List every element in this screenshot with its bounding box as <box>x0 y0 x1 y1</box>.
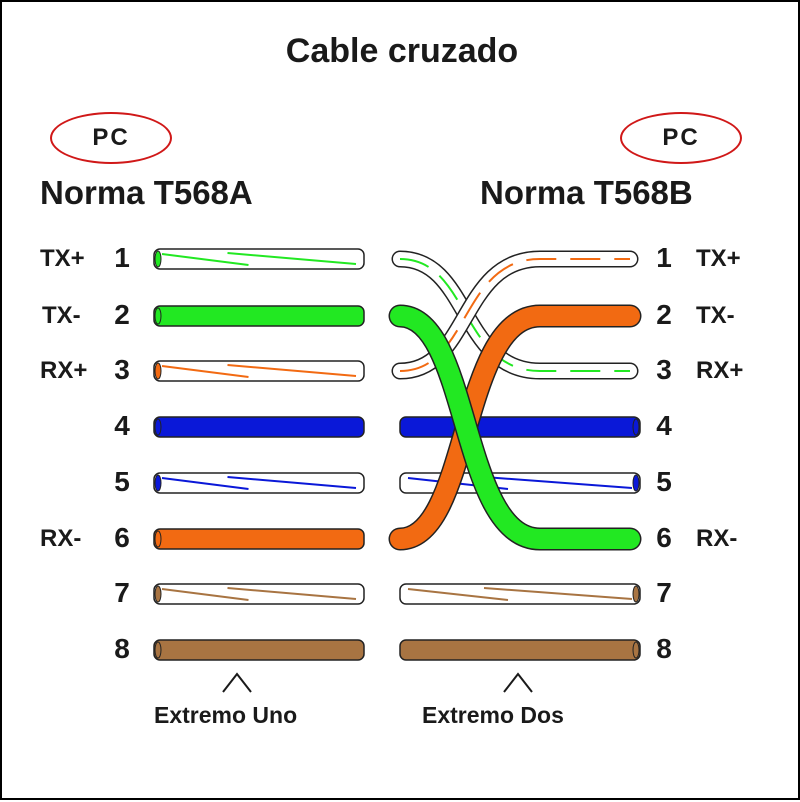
end-two-caret <box>503 672 533 693</box>
pc-right-oval: PC <box>620 112 742 164</box>
standard-right-label: Norma T568B <box>480 174 693 211</box>
left-wire-body-3 <box>153 360 365 382</box>
left-wire-body-2 <box>153 305 365 327</box>
left-wire-4 <box>153 416 365 438</box>
left-signal-6: RX- <box>40 525 82 552</box>
right-wire-body-4 <box>399 416 641 438</box>
left-wire-8 <box>153 639 365 661</box>
left-pin-8: 8 <box>114 633 130 664</box>
right-pin-3: 3 <box>656 354 672 385</box>
right-pin-1: 1 <box>656 242 672 273</box>
left-wire-body-1 <box>153 248 365 270</box>
left-wire-stripe-1 <box>161 252 357 266</box>
left-wire-stripe-5 <box>161 476 357 490</box>
right-pin-5: 5 <box>656 466 672 497</box>
left-wire-cap-6 <box>154 530 162 548</box>
right-pin-8: 8 <box>656 633 672 664</box>
left-wire-5 <box>153 472 365 494</box>
left-wire-stripe-3 <box>161 364 357 378</box>
left-wire-3 <box>153 360 365 382</box>
left-wire-cap-4 <box>154 418 162 436</box>
right-pin-6: 6 <box>656 522 672 553</box>
right-signal-1: TX+ <box>696 245 741 272</box>
end-one-caption: Extremo Uno <box>154 702 298 728</box>
left-pin-6: 6 <box>114 522 130 553</box>
right-wire-cap-8 <box>632 641 640 659</box>
left-pin-2: 2 <box>114 299 130 330</box>
left-signal-2: TX- <box>42 302 81 329</box>
left-wire-body-5 <box>153 472 365 494</box>
cross-wire-green <box>388 304 642 551</box>
right-wire-7 <box>399 583 641 605</box>
diagram-title: Cable cruzado <box>285 32 519 70</box>
right-wire-cap-5 <box>632 474 640 492</box>
left-wire-cap-8 <box>154 641 162 659</box>
right-pin-4: 4 <box>656 410 672 441</box>
right-wire-4 <box>399 416 641 438</box>
left-wire-body-6 <box>153 528 365 550</box>
left-wire-cap-1 <box>154 250 162 268</box>
right-wire-body-7 <box>399 583 641 605</box>
left-pin-7: 7 <box>114 577 130 608</box>
right-wire-cap-7 <box>632 585 640 603</box>
right-pin-7: 7 <box>656 577 672 608</box>
right-wire-8 <box>399 639 641 661</box>
left-pin-4: 4 <box>114 410 130 441</box>
left-wire-body-4 <box>153 416 365 438</box>
left-wire-6 <box>153 528 365 550</box>
left-wire-1 <box>153 248 365 270</box>
right-pin-2: 2 <box>656 299 672 330</box>
pc-left-oval: PC <box>50 112 172 164</box>
right-wire-body-8 <box>399 639 641 661</box>
left-pin-1: 1 <box>114 242 130 273</box>
left-wire-cap-5 <box>154 474 162 492</box>
left-signal-3: RX+ <box>40 357 88 384</box>
right-wire-stripe-7 <box>407 587 633 601</box>
left-pin-5: 5 <box>114 466 130 497</box>
cross-wire-white-orange <box>391 250 639 380</box>
right-signal-6: RX- <box>696 525 738 552</box>
left-wire-2 <box>153 305 365 327</box>
left-wire-cap-7 <box>154 585 162 603</box>
left-signal-1: TX+ <box>40 245 85 272</box>
end-two-caption: Extremo Dos <box>422 702 564 728</box>
end-one-caret <box>222 672 252 693</box>
left-wire-body-7 <box>153 583 365 605</box>
right-signal-2: TX- <box>696 302 735 329</box>
cross-wire-white-orange-stripe <box>399 258 630 372</box>
left-wire-cap-3 <box>154 362 162 380</box>
left-wire-body-8 <box>153 639 365 661</box>
standard-left-label: Norma T568A <box>40 174 253 211</box>
left-pin-3: 3 <box>114 354 130 385</box>
left-wire-cap-2 <box>154 307 162 325</box>
right-wire-cap-4 <box>632 418 640 436</box>
left-wire-stripe-7 <box>161 587 357 601</box>
cross-wire-green-body <box>390 306 640 549</box>
right-signal-3: RX+ <box>696 357 744 384</box>
left-wire-7 <box>153 583 365 605</box>
